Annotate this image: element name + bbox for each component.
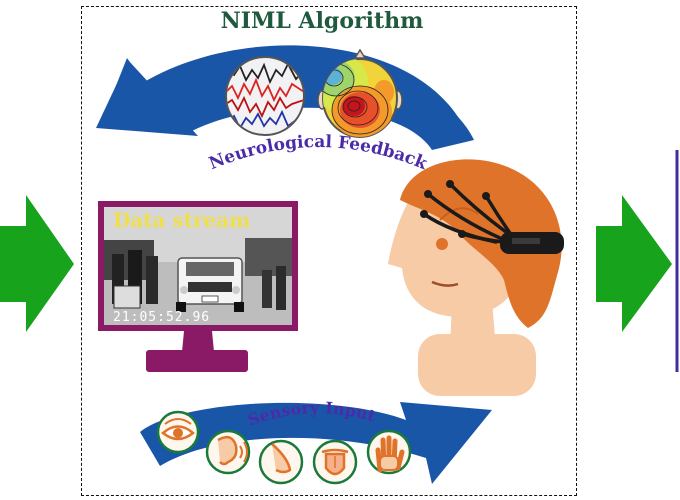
monitor-stand bbox=[182, 331, 214, 352]
eye-icon bbox=[156, 410, 200, 454]
ear-icon bbox=[205, 429, 251, 475]
nose-icon bbox=[258, 439, 304, 485]
eeg-signal-chart bbox=[225, 56, 305, 136]
brain-topography-map bbox=[317, 48, 403, 138]
screen-timestamp: 21:05:52.96 bbox=[113, 310, 210, 325]
diagram-title: NIML Algorithm bbox=[220, 8, 424, 34]
person-with-eeg-headset bbox=[388, 159, 564, 396]
monitor: Data stream 21:05:52.96 bbox=[98, 201, 298, 372]
hand-icon bbox=[366, 429, 412, 475]
data-stream-video bbox=[104, 207, 292, 325]
tongue-icon bbox=[312, 439, 358, 485]
monitor-base bbox=[146, 350, 248, 372]
output-flow-arrow bbox=[596, 195, 672, 332]
input-flow-arrow bbox=[0, 195, 74, 332]
algorithm-frame bbox=[81, 6, 577, 496]
screen-caption: Data stream bbox=[113, 208, 250, 232]
feedback-label: Neurological Feedback bbox=[206, 132, 431, 175]
feedback-arrow-head bbox=[96, 60, 198, 136]
sensory-input-arrow bbox=[140, 402, 492, 484]
